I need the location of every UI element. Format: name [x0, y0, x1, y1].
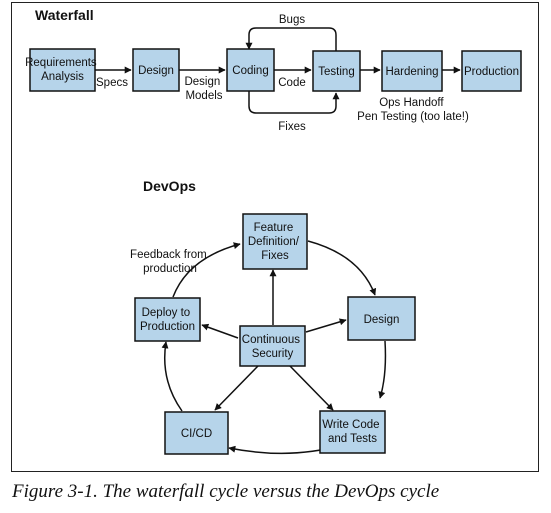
feature-line-2: Definition/ — [248, 236, 300, 248]
waterfall-node-testing: Testing — [312, 50, 361, 92]
waterfall-node-production: Production — [461, 50, 522, 92]
devops-node-deploy: Deploy to Production — [134, 297, 201, 342]
ops-handoff-line-1: Ops Handoff — [379, 97, 444, 109]
waterfall-node-requirements: Requirements Analysis — [25, 48, 100, 92]
design-label: Design — [138, 65, 174, 77]
devops-node-design: Design — [347, 296, 416, 341]
security-label: Continuous Security — [242, 334, 303, 360]
design-models-line-2: Models — [185, 90, 222, 102]
waterfall-node-design: Design — [132, 48, 180, 92]
label-ops-handoff: Ops Handoff Pen Testing (too late!) — [357, 97, 469, 123]
hardening-line-1: Hardening — [385, 66, 438, 78]
devops-node-feature: Feature Definition/ Fixes — [242, 213, 308, 270]
requirements-line-2: Analysis — [41, 71, 84, 83]
waterfall-node-hardening: Hardening — [381, 50, 443, 92]
testing-label: Testing — [318, 66, 354, 78]
design-line-1: Design — [138, 65, 174, 77]
waterfall-node-coding: Coding — [226, 48, 275, 92]
ops-handoff-line-2: Pen Testing (too late!) — [357, 111, 469, 123]
bugs-line-1: Bugs — [279, 14, 305, 26]
specs-line-1: Specs — [96, 77, 128, 89]
coding-line-1: Coding — [232, 65, 268, 77]
cicd-label: CI/CD — [181, 428, 212, 440]
devops-security-arrows — [201, 269, 347, 411]
feedback-line-2: production — [143, 263, 197, 275]
deploy-line-2: Production — [140, 321, 195, 333]
devops-node-cicd: CI/CD — [164, 411, 229, 455]
feature-line-3: Fixes — [261, 250, 289, 262]
devops-node-write-code: Write Code and Tests — [319, 410, 386, 454]
requirements-label: Requirements Analysis — [25, 57, 100, 83]
production-line-1: Production — [464, 66, 519, 78]
write-code-label: Write Code and Tests — [322, 419, 383, 445]
cicd-line-1: CI/CD — [181, 428, 212, 440]
requirements-line-1: Requirements — [25, 57, 97, 69]
hardening-label: Hardening — [385, 66, 438, 78]
security-line-2: Security — [252, 348, 294, 360]
devops-design-line-1: Design — [364, 314, 400, 326]
feature-line-1: Feature — [254, 222, 294, 234]
waterfall-title: Waterfall — [35, 7, 94, 23]
write-code-line-1: Write Code — [322, 419, 379, 431]
label-design-models: Design Models — [184, 76, 223, 102]
production-label: Production — [464, 66, 519, 78]
label-code: Code — [278, 77, 306, 89]
label-feedback: Feedback from production — [130, 249, 210, 275]
write-code-line-2: and Tests — [328, 433, 377, 445]
security-line-1: Continuous — [242, 334, 300, 346]
code-line-1: Code — [278, 77, 306, 89]
figure-frame — [11, 2, 539, 472]
devops-title: DevOps — [143, 178, 196, 194]
waterfall-arrows — [95, 27, 461, 114]
devops-node-security: Continuous Security — [239, 325, 306, 367]
label-fixes: Fixes — [278, 121, 306, 133]
deploy-label: Deploy to Production — [140, 307, 195, 333]
coding-label: Coding — [232, 65, 268, 77]
devops-design-label: Design — [364, 314, 400, 326]
design-models-line-1: Design — [184, 76, 220, 88]
label-bugs: Bugs — [279, 14, 305, 26]
deploy-line-1: Deploy to — [142, 307, 191, 319]
fixes-line-1: Fixes — [278, 121, 306, 133]
feature-label: Feature Definition/ Fixes — [248, 222, 302, 262]
feedback-line-1: Feedback from — [130, 249, 207, 261]
testing-line-1: Testing — [318, 66, 354, 78]
figure-caption: Figure 3-1. The waterfall cycle versus t… — [12, 481, 440, 502]
label-specs: Specs — [96, 77, 128, 89]
